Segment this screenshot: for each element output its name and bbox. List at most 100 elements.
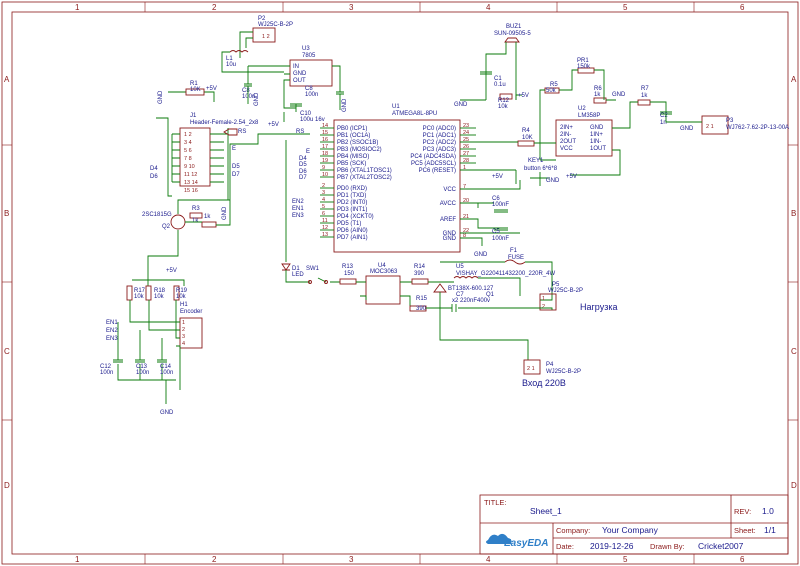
u1-pin-label: PC3 (ADC3) xyxy=(423,147,456,153)
c12-ref: C12 xyxy=(100,364,112,370)
c12-value: 100n xyxy=(100,370,113,376)
frame-col-2-bottom: 2 xyxy=(212,555,217,564)
u1-pin-label: GND xyxy=(443,236,457,242)
net-e-u1: E xyxy=(306,149,310,155)
u1-pin-label: PD4 (XCKT0) xyxy=(337,214,374,220)
q2-block: 2SC1815G Q2 R3 1k 1k +5V xyxy=(142,133,310,274)
u1-pin-label: AREF xyxy=(440,217,456,223)
label-input: Вход 220В xyxy=(522,378,566,388)
svg-text:2 1: 2 1 xyxy=(527,366,535,372)
gnd-label-buz: GND xyxy=(454,102,468,108)
frame-row-d-right: D xyxy=(791,481,797,490)
frame-row-a-right: A xyxy=(791,75,797,84)
u1-pin-number: 11 xyxy=(322,218,328,224)
u1-pin-number: 20 xyxy=(463,198,469,204)
p4-value: WJ25C-B-2P xyxy=(546,369,581,375)
u1-pin-label: PB4 (MISO) xyxy=(337,154,369,160)
r12-value: 10k xyxy=(498,104,509,110)
r17-value: 10k xyxy=(134,294,145,300)
u1-pin-label: PC6 (RESET) xyxy=(419,168,456,174)
svg-text:15 16: 15 16 xyxy=(184,188,198,194)
frame-col-3-bottom: 3 xyxy=(349,555,354,564)
title-label: TITLE: xyxy=(484,498,507,507)
svg-text:13 14: 13 14 xyxy=(184,180,198,186)
power-supply-block: 1 2 P2 WJ25C-B-2P L1 10u U3 7805 IN GND … xyxy=(221,16,348,128)
q1-value: BT138X-600.127 xyxy=(448,286,494,292)
u1-pin-number: 3 xyxy=(322,190,325,196)
u5-ref: U5 xyxy=(456,264,464,270)
u3-pin-gnd: GND xyxy=(293,71,307,77)
company-label: Company: xyxy=(556,526,590,535)
net-en1-u1: EN1 xyxy=(292,206,304,212)
net-en3-u1: EN3 xyxy=(292,213,304,219)
u3-value: 7805 xyxy=(302,53,316,59)
r3-value: 1k xyxy=(192,218,199,224)
r7-ref: R7 xyxy=(641,86,649,92)
r8-value: 1k xyxy=(204,214,211,220)
net-d7-u1: D7 xyxy=(299,175,307,181)
u1-pin-number: 17 xyxy=(322,144,328,150)
c1-value: 0.1u xyxy=(494,82,506,88)
drawn-value: Cricket2007 xyxy=(698,541,744,551)
d1-ref: D1 xyxy=(292,266,300,272)
rev-value: 1.0 xyxy=(762,506,774,516)
date-value: 2019-12-26 xyxy=(590,541,634,551)
r15-ref: R15 xyxy=(416,296,428,302)
svg-text:2: 2 xyxy=(542,304,545,310)
u1-pin-number: 9 xyxy=(322,165,325,171)
r7-value: 1k xyxy=(641,93,648,99)
gnd-label-mcu: GND xyxy=(474,252,488,258)
frame-row-d: D xyxy=(4,481,10,490)
gnd-label-key1: GND xyxy=(546,178,560,184)
u1-pin-number: 23 xyxy=(463,123,469,129)
vcc-label-buz: +5V xyxy=(518,93,529,99)
u1-pin-number: 14 xyxy=(322,123,328,129)
u1-pin-label: PB3 (MOSIOC2) xyxy=(337,147,382,153)
frame-row-a: A xyxy=(4,75,10,84)
u1-pin-label: PD7 (AIN1) xyxy=(337,235,368,241)
c2-ref: C2 xyxy=(660,113,668,119)
sw1-ref: SW1 xyxy=(306,266,320,272)
u5-value: VISHAY_G220411432200_220R_4W xyxy=(456,271,556,277)
u1-pin-label: PB2 (SSOC1B) xyxy=(337,140,378,146)
c10-ref: C10 xyxy=(300,111,312,117)
frame-col-5: 5 xyxy=(623,3,628,12)
c6-ref: C6 xyxy=(492,196,500,202)
title-value: Sheet_1 xyxy=(530,506,562,516)
net-d6-j1: D6 xyxy=(150,174,158,180)
net-en3-h1: EN3 xyxy=(106,336,118,342)
p3-value: WJ762-7.62-2P-13-00A xyxy=(726,125,789,131)
u1-pin-number: 1 xyxy=(463,165,466,171)
h1-ref: H1 xyxy=(180,302,188,308)
u1-pin-label: PC4 (ADC4SDA) xyxy=(410,154,456,160)
logo-text: EasyEDA xyxy=(504,538,548,549)
u1-ref: U1 xyxy=(392,104,400,110)
frame-col-2: 2 xyxy=(212,3,217,12)
c10-value: 100u 16v xyxy=(300,117,325,123)
u1-pin-number: 13 xyxy=(322,232,328,238)
u1-pin-number: 25 xyxy=(463,137,469,143)
title-block: TITLE: Sheet_1 REV: 1.0 Company: Your Co… xyxy=(479,494,789,555)
vcc-label-u3: +5V xyxy=(268,122,279,128)
svg-text:3: 3 xyxy=(182,334,185,340)
gnd-label-r1: GND xyxy=(158,90,164,104)
gnd-label-encoder: GND xyxy=(160,410,174,416)
frame-col-1-bottom: 1 xyxy=(75,555,80,564)
r5-value: 50k xyxy=(546,88,557,94)
u1-pin-number: 10 xyxy=(322,172,328,178)
f1-ref: F1 xyxy=(510,248,518,254)
frame-col-4-bottom: 4 xyxy=(486,555,491,564)
svg-text:11 12: 11 12 xyxy=(184,172,197,178)
gnd-label-r6: GND xyxy=(612,92,626,98)
pr1-ref: PR1 xyxy=(577,58,589,64)
frame-col-3: 3 xyxy=(349,3,354,12)
u1-pin-label: PD5 (T1) xyxy=(337,221,361,227)
easyeda-logo-icon: EasyEDA xyxy=(486,533,548,549)
sheet-label: Sheet: xyxy=(734,526,756,535)
